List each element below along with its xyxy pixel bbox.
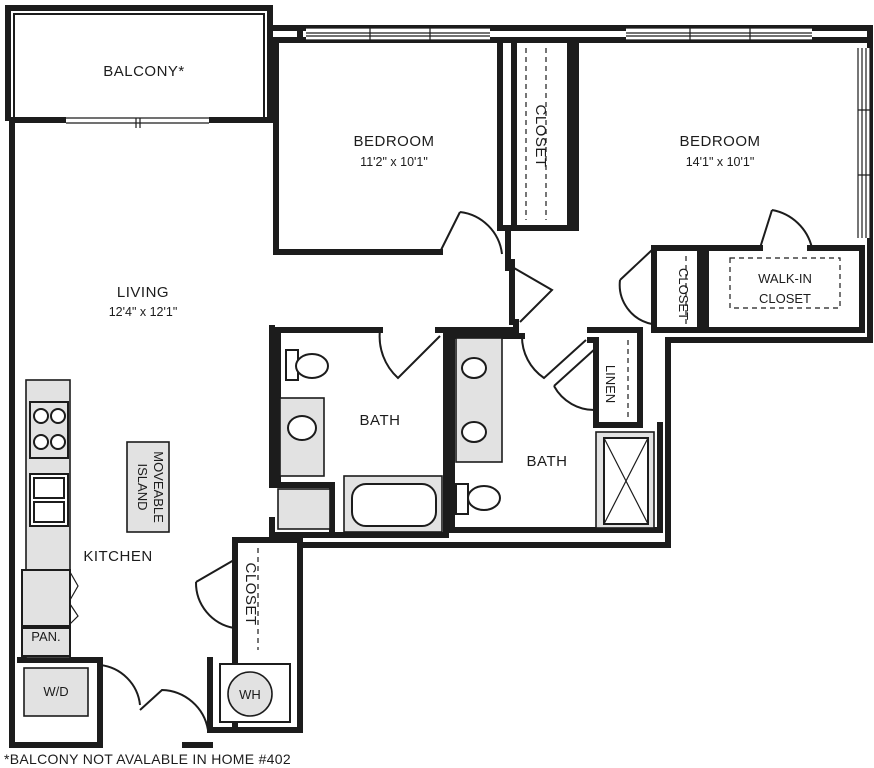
interior-walls [232,37,865,573]
washer-dryer-label: W/D [43,684,68,699]
storage-box [277,488,331,530]
water-heater-label: WH [239,687,261,702]
walk-in-closet-label-1: WALK-IN [758,271,812,286]
balcony-label: BALCONY* [103,63,185,80]
windows [66,27,871,238]
footnote: *BALCONY NOT AVALABLE IN HOME #402 [4,751,291,767]
bath1-label: BATH [360,412,401,429]
bath2-label: BATH [527,453,568,470]
bedroom1-label: BEDROOM [353,133,434,150]
bedroom2-size: 14'1" x 10'1" [686,155,755,169]
closet-rods [257,48,841,650]
linen-label: LINEN [603,365,618,403]
living-label: LIVING [117,284,169,301]
bedroom2-label: BEDROOM [679,133,760,150]
kitchen-fixtures [21,379,291,723]
pantry-label: PAN. [31,629,60,644]
walk-in-closet-label-2: CLOSET [759,291,811,306]
bath1-fixtures [279,349,443,533]
kitchen-label: KITCHEN [83,548,152,565]
hall-closet-label: CLOSET [242,562,259,625]
bedroom1-size: 11'2" x 10'1" [360,155,428,169]
island-label-2: ISLAND [135,464,150,511]
bedroom1-closet-label: CLOSET [532,104,549,167]
living-size: 12'4" x 12'1" [109,305,178,319]
doors [99,209,813,731]
bath2-fixtures [455,337,655,529]
island-label-1: MOVEABLE [151,451,166,523]
bedroom2-closet-label: CLOSET [676,268,691,320]
